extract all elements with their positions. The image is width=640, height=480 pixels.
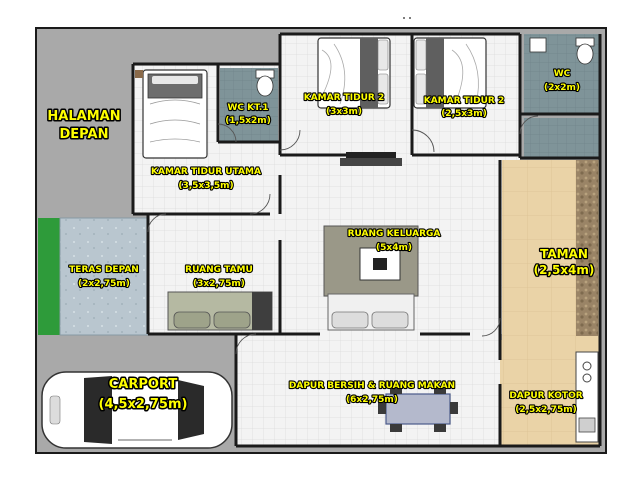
label-dapur-bersih-size: (6x2,75m): [346, 395, 398, 405]
label-halaman-line2: DEPAN: [60, 127, 109, 142]
terrace-area: [60, 218, 148, 335]
label-halaman-line1: HALAMAN: [47, 109, 120, 124]
sofa-family-room: [327, 293, 415, 331]
stone-strip: [576, 160, 598, 336]
label-ruang-tamu-size: (3x2,75m): [193, 279, 245, 289]
label-ruang-keluarga-size: (5x4m): [376, 243, 412, 253]
label-taman: TAMAN: [540, 247, 588, 261]
label-kamar-tidur-2a-size: (3x3m): [326, 107, 362, 117]
label-teras: TERAS DEPAN: [69, 265, 139, 275]
sofa-guest-room: [167, 291, 273, 331]
label-dapur-kotor-size: (2,5x2,75m): [515, 405, 577, 415]
label-kamar-tidur-2b-size: (2,5x3m): [441, 109, 487, 119]
label-kamar-utama: KAMAR TIDUR UTAMA: [151, 167, 261, 177]
service-area-floor: [524, 118, 600, 158]
label-carport: CARPORT: [109, 377, 178, 392]
label-teras-size: (2x2,75m): [78, 279, 130, 289]
label-kamar-tidur-2b: KAMAR TIDUR 2: [424, 96, 505, 106]
room-labels: HALAMAN DEPAN WC KT.1 (1,5x2m) KAMAR TID…: [46, 68, 596, 416]
tv-cabinet: [340, 158, 402, 166]
rug: [323, 225, 419, 297]
toilet-wc-kt1-icon: [255, 69, 275, 97]
label-wc-size: (2x2m): [544, 83, 580, 93]
label-ruang-keluarga: RUANG KELUARGA: [348, 229, 441, 239]
kitchen-counter: [575, 351, 599, 443]
bed-room-2: [317, 37, 391, 109]
label-dapur-bersih: DAPUR BERSIH & RUANG MAKAN: [289, 381, 455, 391]
sink-icon: [529, 37, 547, 53]
label-wc: WC: [554, 69, 571, 79]
door-swings: [147, 115, 539, 355]
label-kamar-utama-size: (3,5x3,5m): [178, 181, 233, 191]
bed-room-3: [413, 37, 487, 109]
walls: [131, 32, 602, 448]
bed-master: [135, 69, 208, 159]
car-icon: [41, 371, 233, 449]
label-kamar-tidur-2a: KAMAR TIDUR 2: [304, 93, 385, 103]
label-dapur-kotor: DAPUR KOTOR: [509, 391, 582, 401]
toilet-wc-icon: [575, 37, 595, 65]
label-wc-kt1: WC KT.1: [227, 103, 268, 113]
label-ruang-tamu: RUANG TAMU: [185, 265, 253, 275]
grass-strip: [38, 218, 60, 335]
label-taman-size: (2,5x4m): [534, 263, 595, 277]
label-wc-kt1-size: (1,5x2m): [225, 116, 271, 126]
dining-table: [378, 386, 458, 432]
label-carport-size: (4,5x2,75m): [99, 397, 188, 412]
